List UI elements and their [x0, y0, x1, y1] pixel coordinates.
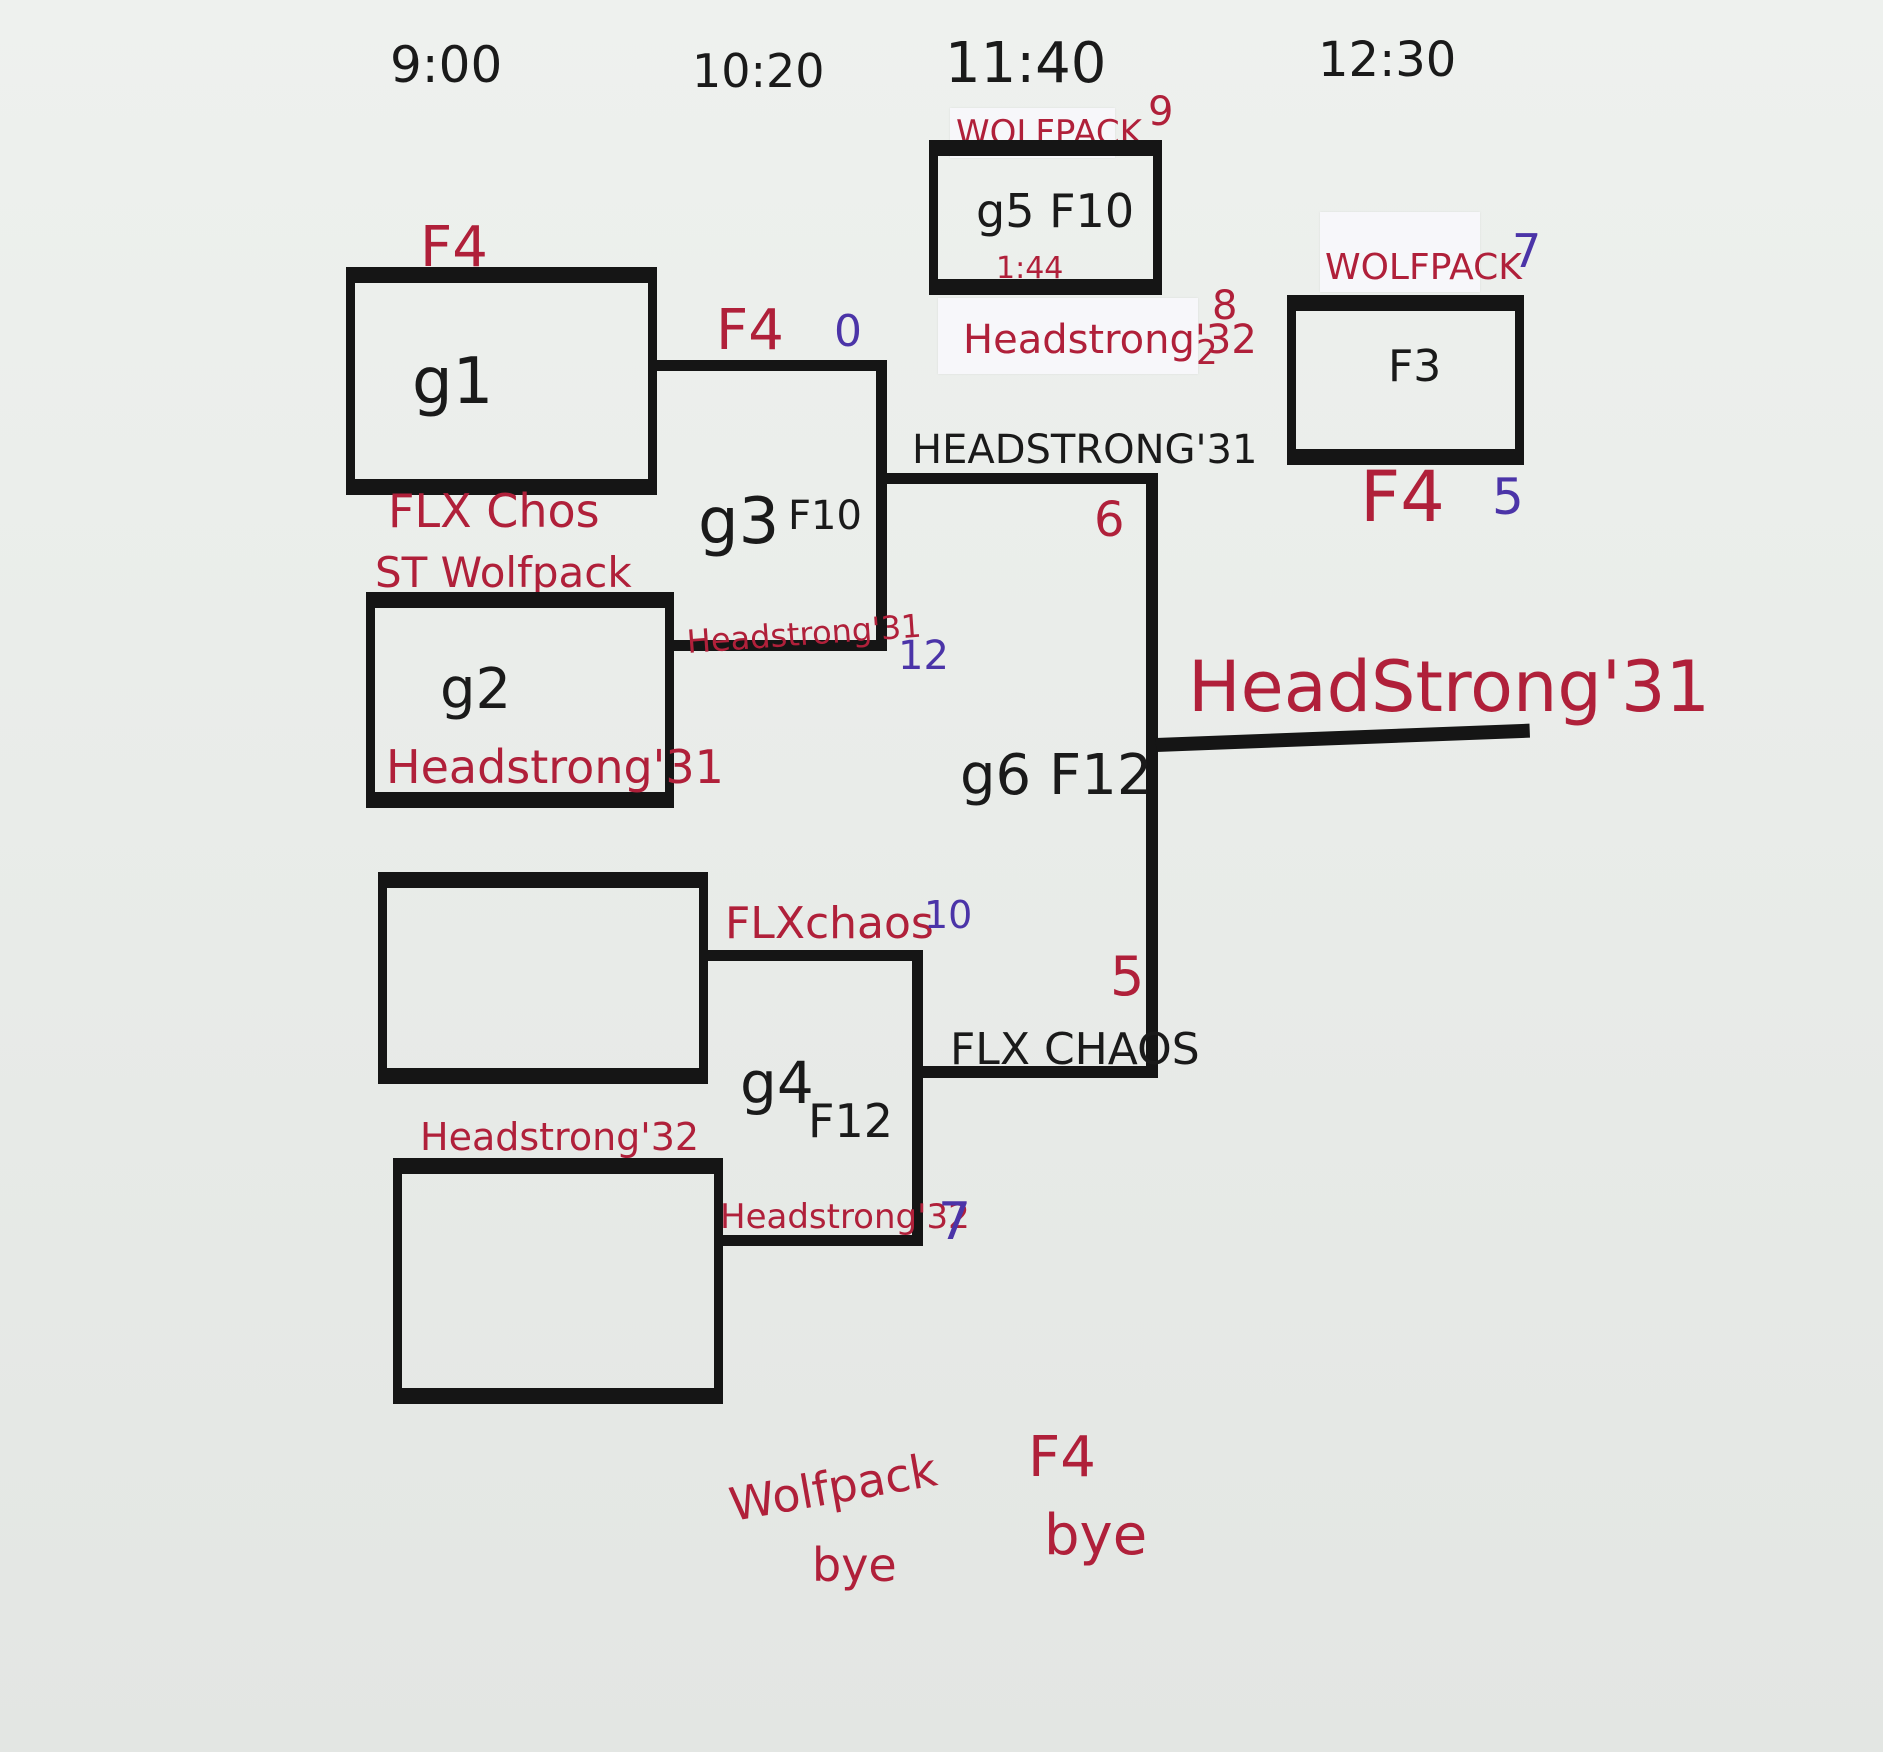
- bye-2-text: bye: [1044, 1503, 1148, 1568]
- g3-bottom-line: [672, 640, 887, 651]
- bye-1-text: bye: [812, 1538, 897, 1592]
- f3-box: [1287, 295, 1524, 465]
- f3-bottom-score: 5: [1492, 468, 1524, 526]
- g6-top-team: HEADSTRONG'31: [912, 427, 1258, 473]
- g2-label: g2: [440, 657, 512, 722]
- round1-box-4: [393, 1158, 723, 1404]
- g5-bottom-note: 2: [1196, 333, 1218, 373]
- g4-top-score: 10: [924, 893, 973, 937]
- g3-field: F10: [788, 493, 862, 539]
- g3-label: g3: [698, 485, 780, 559]
- g2-top-team: ST Wolfpack: [375, 548, 632, 597]
- g6-right-line: [1146, 473, 1158, 1075]
- g4-label: g4: [740, 1049, 814, 1117]
- bye-1-team: Wolfpack: [725, 1442, 941, 1532]
- g3-top-score: 0: [834, 306, 862, 357]
- time-header-1: 9:00: [390, 36, 503, 94]
- f3-bottom-team: F4: [1360, 456, 1445, 538]
- g6-bottom-score: 5: [1110, 945, 1145, 1008]
- g2-bottom-team: Headstrong'31: [386, 740, 724, 794]
- g1-box: [346, 267, 657, 495]
- g4-field: F12: [808, 1094, 893, 1148]
- champion-team: HeadStrong'31: [1188, 646, 1711, 728]
- time-header-3: 11:40: [945, 31, 1107, 96]
- g1-bottom-team: FLX Chos: [388, 484, 600, 538]
- time-header-2: 10:20: [692, 44, 825, 98]
- g6-bottom-team: FLX CHAOS: [950, 1024, 1200, 1075]
- g5-note: 1:44: [996, 251, 1064, 286]
- time-header-4: 12:30: [1318, 32, 1457, 88]
- g3-top-team: F4: [716, 298, 784, 363]
- g4-top-team: FLXchaos: [725, 898, 934, 949]
- g1-label: g1: [412, 345, 494, 419]
- g6-top-line: [882, 473, 1152, 484]
- g4-bottom-score: 7: [938, 1192, 972, 1252]
- g4-bottom-team: Headstrong'32: [720, 1197, 970, 1237]
- g5-bottom-score: 8: [1212, 283, 1238, 329]
- g3-bottom-score: 12: [898, 633, 949, 679]
- g5-bottom-team-paper: [938, 298, 1198, 374]
- g6-top-score: 6: [1094, 492, 1125, 548]
- g2-box: [366, 592, 674, 808]
- g4-right-line: [912, 950, 923, 1246]
- g3-right-line: [876, 360, 887, 650]
- round1-box-4-top-team: Headstrong'32: [420, 1115, 700, 1159]
- g5-top-score: 9: [1148, 89, 1174, 135]
- g6-bottom-line: [918, 1066, 1158, 1078]
- g4-bottom-line: [720, 1235, 923, 1246]
- f3-label: F3: [1388, 341, 1442, 392]
- g4-top-line: [705, 950, 923, 961]
- g5-bottom-team: Headstrong'32: [963, 317, 1257, 363]
- g5-box: [929, 140, 1162, 295]
- f3-top-team-paper: [1320, 212, 1480, 292]
- f3-top-score: 7: [1512, 224, 1542, 278]
- round1-box-3: [378, 872, 708, 1084]
- f3-top-team: WOLFPACK: [1325, 247, 1522, 288]
- g3-top-line: [655, 360, 887, 371]
- g5-label: g5 F10: [976, 184, 1135, 238]
- g1-top-team: F4: [420, 215, 488, 280]
- g6-label: g6 F12: [960, 743, 1153, 808]
- bye-2-team: F4: [1028, 1425, 1096, 1490]
